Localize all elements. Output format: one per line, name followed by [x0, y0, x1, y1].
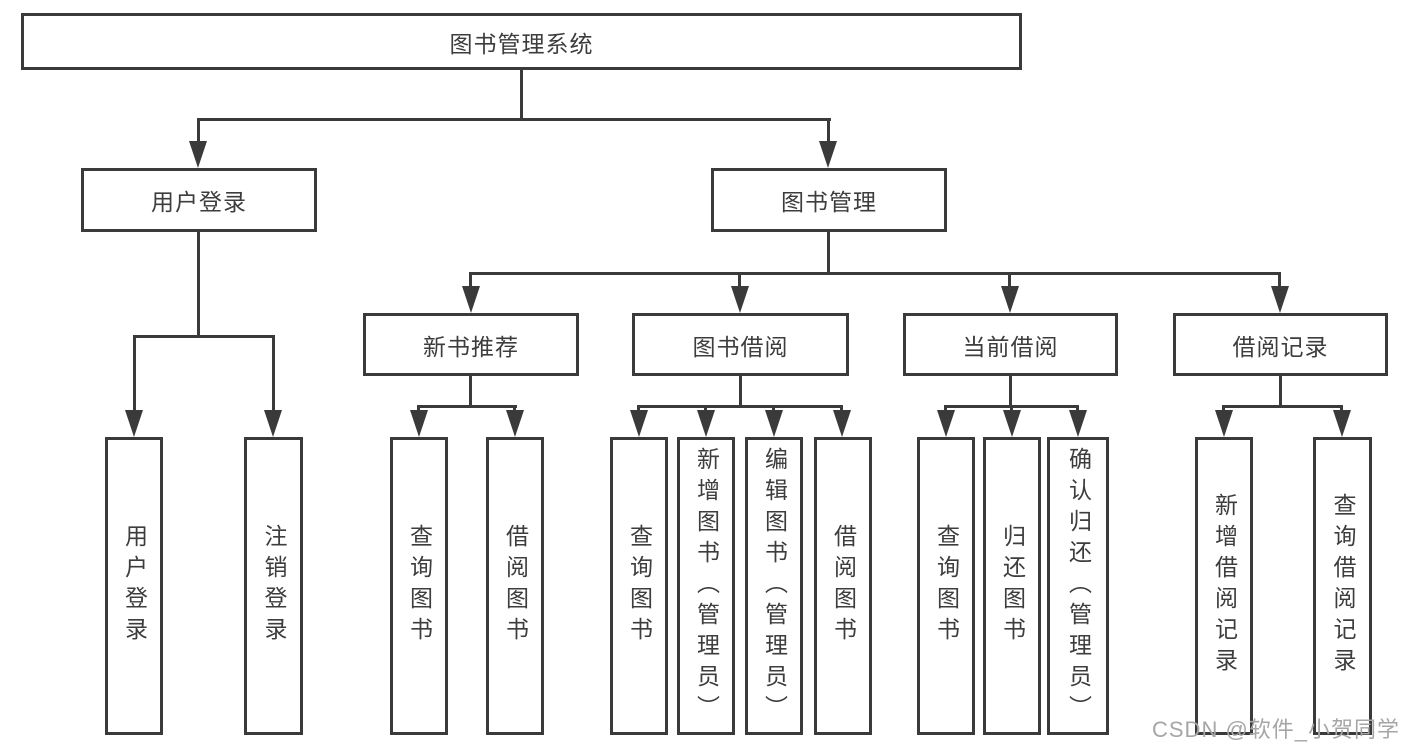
connector-currentborrow-stem3 [1076, 405, 1079, 414]
arrowhead-down [1003, 410, 1021, 437]
leaf-query-books-current-label: 查询图书 [933, 524, 960, 648]
arrowhead-down [1215, 410, 1233, 437]
leaf-add-book-admin: 新增图书（管理员） [677, 437, 735, 735]
connector-borrowrecords-stem [1279, 376, 1282, 407]
connector-root-left-stem [197, 118, 200, 144]
node-borrow-records-label: 借阅记录 [1232, 333, 1329, 360]
connector-bookborrow-stem3 [772, 405, 775, 414]
leaf-user-login-label: 用户登录 [121, 524, 148, 648]
leaf-borrow-books-recommend: 借阅图书 [486, 437, 544, 735]
arrowhead-down [765, 410, 783, 437]
connector-root-stem [520, 70, 523, 118]
arrowhead-down [1069, 410, 1087, 437]
leaf-logout: 注销登录 [244, 437, 303, 735]
leaf-borrow-books-recommend-label: 借阅图书 [502, 524, 529, 648]
node-current-borrow: 当前借阅 [903, 313, 1118, 376]
arrowhead-down [697, 410, 715, 437]
connector-bookborrow-stem [739, 376, 742, 407]
connector-bookborrow-stem2 [704, 405, 707, 414]
connector-bookborrow-stem4 [840, 405, 843, 414]
node-new-book-recommend-label: 新书推荐 [423, 333, 519, 360]
node-book-management: 图书管理 [711, 168, 947, 232]
leaf-return-book-label: 归还图书 [999, 524, 1026, 648]
connector-userlogin-stem [197, 232, 200, 338]
node-user-login-label: 用户登录 [151, 189, 247, 215]
arrowhead-down [410, 410, 428, 437]
connector-userlogin-right-stem [272, 335, 275, 412]
connector-bookborrow-hline [637, 405, 843, 408]
connector-bookmgmt-hline [469, 272, 1281, 275]
leaf-edit-book-admin: 编辑图书（管理员） [745, 437, 803, 735]
connector-userlogin-hline [133, 335, 275, 338]
leaf-add-book-admin-label: 新增图书（管理员） [693, 446, 720, 726]
arrowhead-down [630, 410, 648, 437]
leaf-logout-label: 注销登录 [261, 524, 287, 648]
leaf-user-login: 用户登录 [105, 437, 163, 735]
connector-borrowrecords-stem2 [1340, 405, 1343, 414]
arrowhead-down [937, 410, 955, 437]
connector-bookmgmt-stem3 [1008, 272, 1011, 288]
node-book-borrow: 图书借阅 [632, 313, 849, 376]
leaf-query-books-borrow-label: 查询图书 [626, 524, 653, 648]
connector-borrowrecords-hline [1222, 405, 1343, 408]
connector-newbook-stem1 [417, 405, 420, 414]
connector-currentborrow-stem2 [1010, 405, 1013, 414]
connector-bookmgmt-stem1 [469, 272, 472, 288]
leaf-edit-book-admin-label: 编辑图书（管理员） [761, 446, 788, 726]
connector-root-right-stem [827, 118, 830, 144]
leaf-query-borrow-record: 查询借阅记录 [1313, 437, 1372, 735]
leaf-return-book: 归还图书 [983, 437, 1041, 735]
leaf-confirm-return-admin: 确认归还（管理员） [1047, 437, 1109, 735]
connector-newbook-stem2 [513, 405, 516, 414]
node-current-borrow-label: 当前借阅 [962, 333, 1059, 360]
connector-currentborrow-stem [1009, 376, 1012, 407]
node-book-management-label: 图书管理 [781, 189, 877, 215]
arrowhead-down [819, 141, 837, 168]
arrowhead-down [462, 286, 480, 313]
connector-newbook-hline [417, 405, 517, 408]
arrowhead-down [1271, 286, 1289, 313]
leaf-add-borrow-record-label: 新增借阅记录 [1211, 493, 1238, 679]
connector-bookmgmt-stem [827, 232, 830, 275]
connector-userlogin-left-stem [133, 335, 136, 412]
arrowhead-down [1333, 410, 1351, 437]
connector-newbook-stem [469, 376, 472, 407]
arrowhead-down [1001, 286, 1019, 313]
leaf-query-borrow-record-label: 查询借阅记录 [1330, 493, 1356, 679]
arrowhead-down [506, 410, 524, 437]
arrowhead-down [833, 410, 851, 437]
leaf-query-books-recommend: 查询图书 [390, 437, 448, 735]
connector-bookmgmt-stem2 [738, 272, 741, 288]
connector-bookmgmt-stem4 [1278, 272, 1281, 288]
arrowhead-down [731, 286, 749, 313]
leaf-add-borrow-record: 新增借阅记录 [1195, 437, 1253, 735]
node-new-book-recommend: 新书推荐 [363, 313, 579, 376]
leaf-query-books-recommend-label: 查询图书 [406, 524, 433, 648]
leaf-query-books-borrow: 查询图书 [610, 437, 668, 735]
arrowhead-down [189, 141, 207, 168]
node-root: 图书管理系统 [21, 13, 1022, 70]
leaf-query-books-current: 查询图书 [917, 437, 975, 735]
leaf-borrow-books: 借阅图书 [814, 437, 872, 735]
connector-currentborrow-stem1 [944, 405, 947, 414]
connector-root-hline [197, 118, 831, 121]
arrowhead-down [125, 410, 143, 437]
connector-borrowrecords-stem1 [1222, 405, 1225, 414]
csdn-watermark: CSDN @软件_小贺同学 [1152, 717, 1401, 742]
node-book-borrow-label: 图书借阅 [692, 333, 789, 360]
node-user-login: 用户登录 [81, 168, 317, 232]
leaf-confirm-return-admin-label: 确认归还（管理员） [1065, 446, 1092, 726]
connector-bookborrow-stem1 [637, 405, 640, 414]
node-borrow-records: 借阅记录 [1173, 313, 1388, 376]
node-root-label: 图书管理系统 [449, 30, 594, 57]
arrowhead-down [264, 410, 282, 437]
leaf-borrow-books-label: 借阅图书 [830, 524, 857, 648]
